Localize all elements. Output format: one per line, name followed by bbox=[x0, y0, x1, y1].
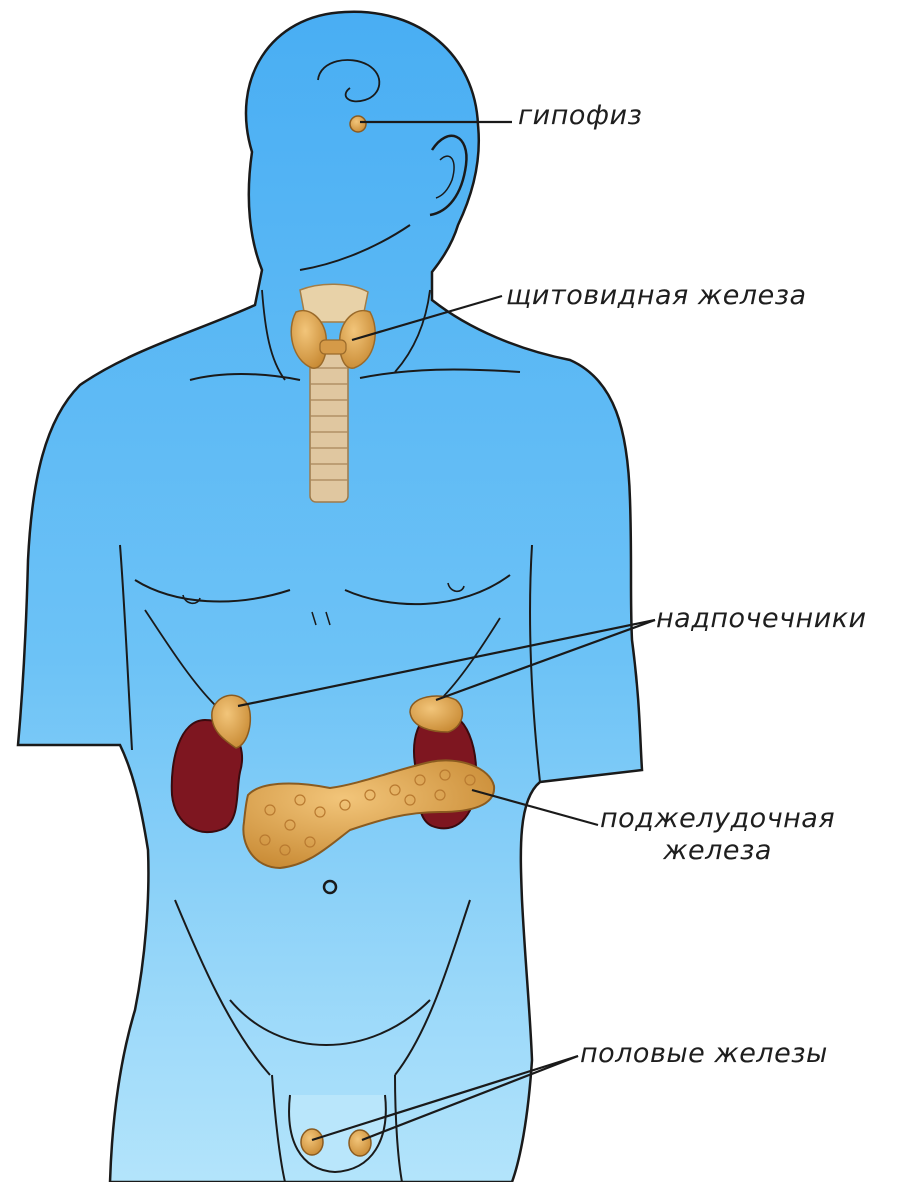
label-adrenals: надпочечники bbox=[656, 603, 867, 635]
body-silhouette bbox=[18, 12, 642, 1182]
label-thyroid: щитовидная железа bbox=[506, 280, 807, 312]
gonad-right bbox=[349, 1130, 371, 1156]
gonad-left bbox=[301, 1129, 323, 1155]
trachea bbox=[310, 350, 348, 502]
label-pituitary: гипофиз bbox=[518, 100, 642, 132]
label-pancreas-line1: поджелудочная bbox=[600, 803, 835, 835]
label-gonads: половые железы bbox=[580, 1038, 828, 1070]
label-pancreas: поджелудочная железа bbox=[600, 803, 835, 867]
label-pancreas-line2: железа bbox=[600, 835, 835, 867]
pituitary-gland bbox=[350, 116, 366, 132]
